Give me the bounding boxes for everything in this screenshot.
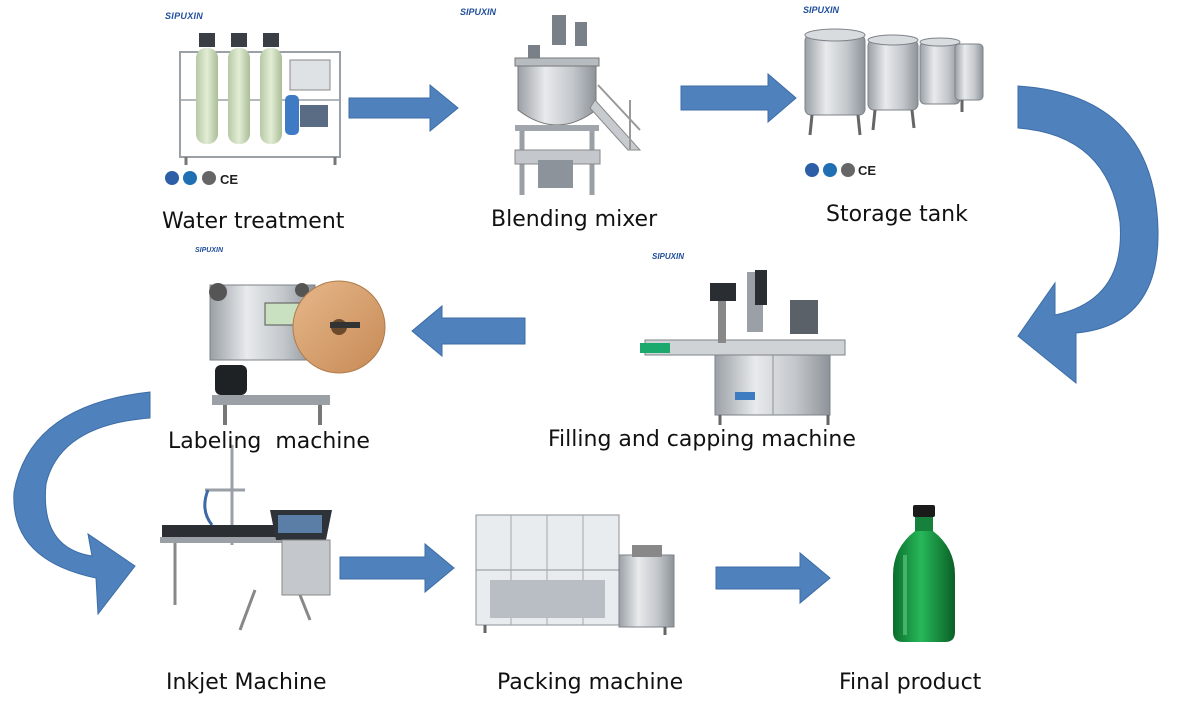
flow-arrows bbox=[13, 72, 1159, 616]
arrow-right-3 bbox=[339, 542, 455, 594]
inkjet-machine-image bbox=[160, 445, 332, 631]
brand-logo: SIPUXIN bbox=[165, 11, 203, 21]
brand-logo: SIPUXIN bbox=[803, 5, 840, 15]
blending-mixer-image bbox=[514, 15, 642, 195]
arrow-left-1 bbox=[411, 304, 526, 358]
storage-tank-image bbox=[804, 28, 984, 177]
filling-capping-image bbox=[640, 270, 846, 425]
step-label-inkjet: Inkjet Machine bbox=[166, 670, 327, 695]
ce-mark: CE bbox=[220, 172, 238, 187]
curved-arrow-left-side bbox=[13, 391, 151, 616]
water-treatment-image bbox=[165, 33, 341, 185]
step-label-labeling: Labeling machine bbox=[168, 429, 370, 454]
arrow-right-4 bbox=[715, 551, 831, 605]
labeling-machine-image bbox=[209, 280, 386, 425]
brand-logo: SIPUXIN bbox=[652, 252, 684, 261]
step-label-filling-capping: Filling and capping machine bbox=[548, 427, 856, 452]
brand-logo: SIPUXIN bbox=[460, 7, 497, 17]
green-bottle-image bbox=[893, 505, 955, 642]
arrow-right-2 bbox=[680, 72, 797, 124]
step-label-packing: Packing machine bbox=[497, 670, 684, 695]
certification-icons bbox=[165, 171, 216, 185]
brand-logo: SIPUXIN bbox=[195, 247, 224, 254]
step-label-blending-mixer: Blending mixer bbox=[491, 207, 658, 232]
ce-mark: CE bbox=[858, 163, 876, 178]
packing-machine-image bbox=[475, 514, 675, 635]
step-label-storage-tank: Storage tank bbox=[826, 202, 968, 227]
certification-icons bbox=[805, 163, 855, 177]
arrow-right-1 bbox=[348, 83, 459, 133]
step-label-water-treatment: Water treatment bbox=[162, 209, 345, 234]
step-label-final-product: Final product bbox=[839, 670, 982, 695]
curved-arrow-right-side bbox=[1017, 85, 1159, 385]
